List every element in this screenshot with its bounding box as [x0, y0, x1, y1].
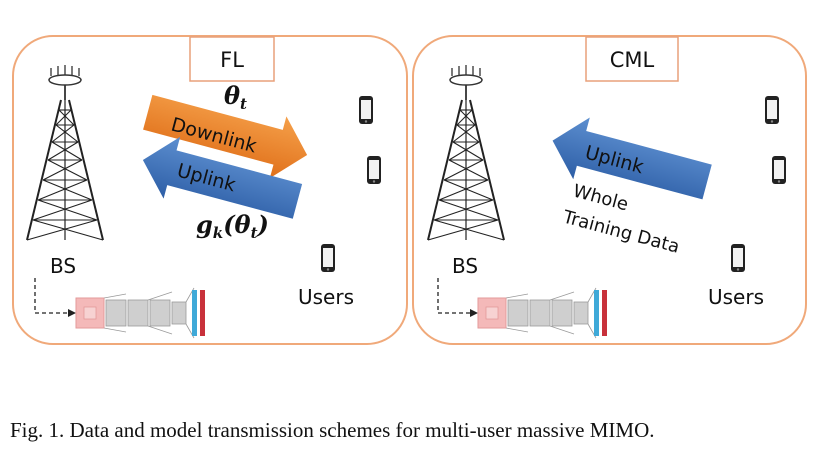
phone-icon — [359, 96, 373, 124]
users-label-cml: Users — [708, 285, 764, 309]
panel-fl-title: FL — [220, 48, 244, 72]
phone-icon — [367, 156, 381, 184]
panel-fl: FL BS Downlink Uplink θt gk(θt) Users — [12, 35, 408, 345]
phone-icon — [731, 244, 745, 272]
panel-cml-title-box — [585, 36, 679, 82]
uplink-arrow-fl — [142, 136, 303, 219]
bs-label: BS — [50, 254, 76, 278]
bs-label: BS — [452, 254, 478, 278]
bs-nn-connector — [34, 278, 68, 314]
gk-label: gk(θt) — [196, 210, 269, 242]
panel-fl-title-box — [189, 36, 275, 82]
bs-nn-connector — [437, 278, 470, 314]
figure-caption: Fig. 1. Data and model transmission sche… — [10, 418, 655, 442]
bs-nn-arrowhead — [470, 309, 478, 317]
phone-icon — [772, 156, 786, 184]
panel-cml-border — [412, 35, 807, 345]
phone-icon — [321, 244, 335, 272]
panel-cml: CML BS Uplink Whole Training Data Users — [412, 35, 807, 345]
phone-icon — [765, 96, 779, 124]
panel-cml-title: CML — [610, 48, 655, 72]
users-label-fl: Users — [298, 285, 354, 309]
uplink-arrow-cml — [552, 117, 712, 200]
theta-label: θt — [224, 81, 247, 113]
bs-nn-arrowhead — [68, 309, 76, 317]
downlink-arrow — [143, 94, 308, 179]
